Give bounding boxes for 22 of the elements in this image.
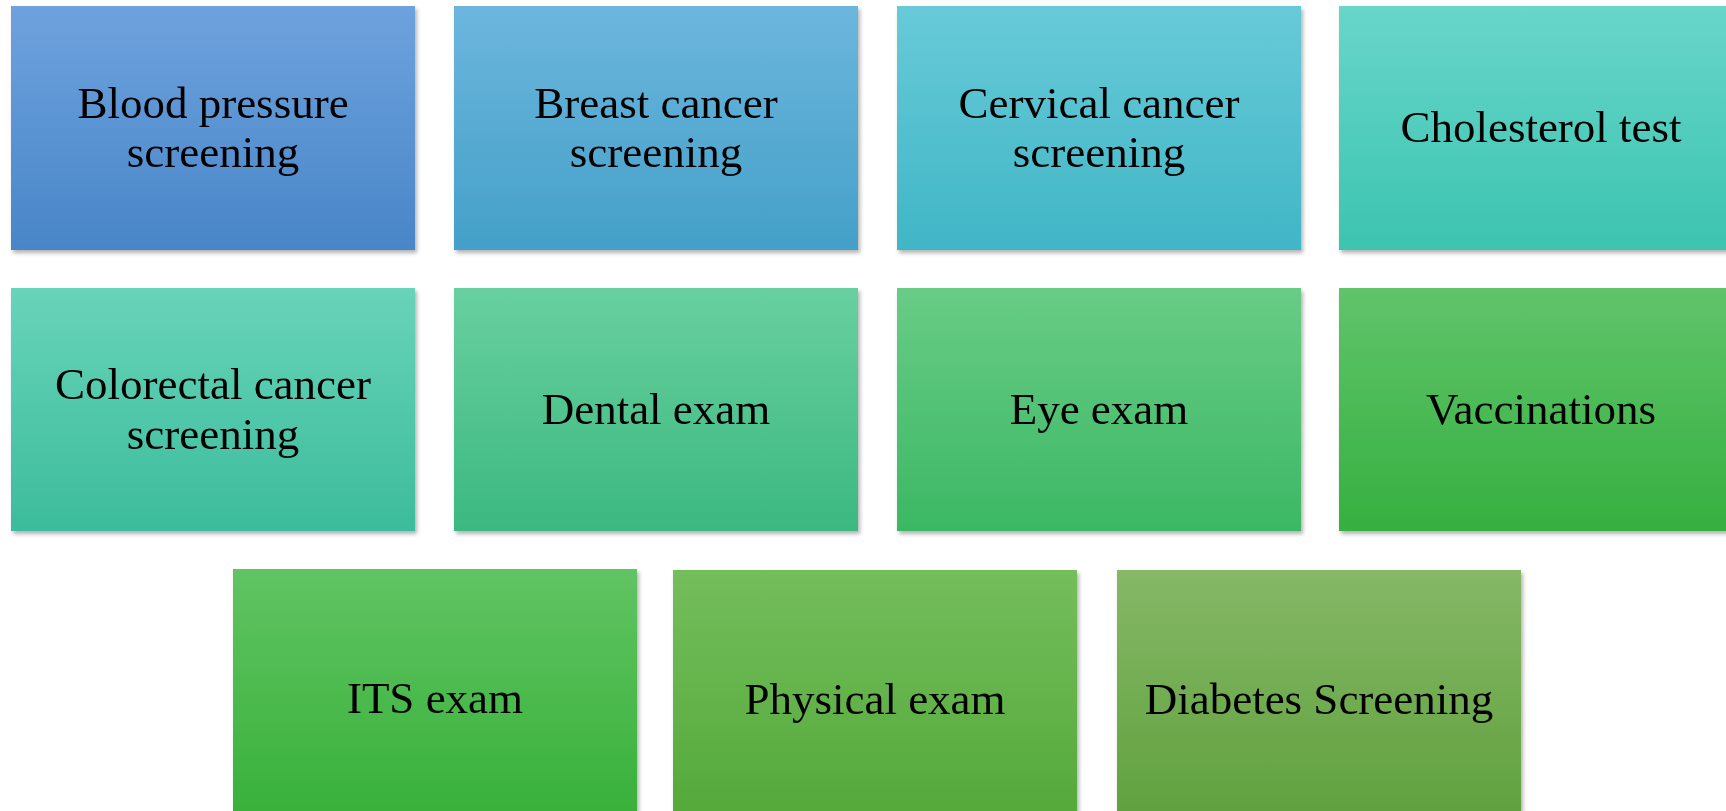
box-label: ITS exam [346,674,524,724]
box-label: Vaccinations [1426,384,1656,435]
service-box [454,6,858,250]
service-box [11,6,415,250]
box-label: Cholesterol test [1400,103,1682,153]
box-label: Physical exam [744,675,1006,725]
box-label: Breast cancer screening [533,78,779,178]
service-box [897,288,1301,531]
service-box [673,570,1077,811]
service-box [454,288,858,531]
box-label: Blood pressure screening [76,78,350,178]
service-box [233,569,637,811]
box-label: Colorectal cancer screening [53,360,373,459]
service-box [1339,6,1726,250]
service-box [1339,288,1726,531]
service-box [1117,570,1521,811]
box-label: Eye exam [1009,384,1189,435]
box-label: Cervical cancer screening [957,78,1241,178]
service-box [11,288,415,531]
box-label: Dental exam [541,384,771,435]
service-box [897,6,1301,250]
box-label: Diabetes Screening [1144,675,1494,725]
